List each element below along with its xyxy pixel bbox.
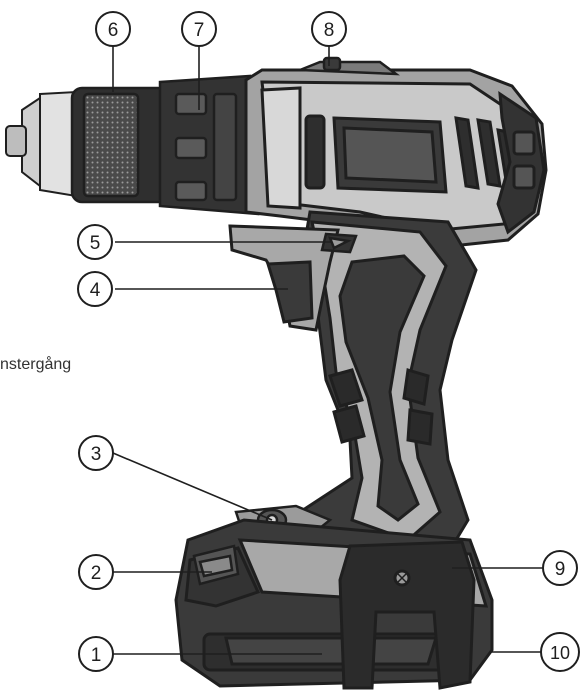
handle	[297, 210, 478, 562]
gear-selector	[299, 56, 400, 76]
callout-5: 5	[77, 224, 113, 260]
chuck-sleeve	[70, 86, 170, 204]
torque-collar	[158, 74, 260, 216]
side-text-fragment: nstergång	[0, 356, 72, 373]
callout-7: 7	[181, 11, 217, 47]
motor-housing	[244, 68, 548, 248]
callout-4-label: 4	[90, 280, 101, 301]
leader-3	[112, 452, 273, 521]
callout-2: 2	[78, 554, 114, 590]
callout-6-label: 6	[108, 20, 119, 41]
callout-8-label: 8	[324, 20, 335, 41]
callout-10: 10	[540, 632, 580, 672]
leader-lines	[112, 46, 543, 655]
callouts: 6 7 8 5 4 3 2 1	[77, 11, 580, 672]
callout-6: 6	[95, 11, 131, 47]
callout-3: 3	[78, 435, 114, 471]
callout-2-label: 2	[91, 563, 102, 584]
callout-5-label: 5	[90, 233, 101, 254]
callout-9: 9	[542, 550, 578, 586]
chuck-tip	[5, 90, 77, 198]
callout-1-label: 1	[91, 645, 102, 666]
callout-3-label: 3	[91, 444, 102, 465]
callout-8: 8	[311, 11, 347, 47]
direction-switch	[320, 232, 358, 254]
callout-7-label: 7	[194, 20, 205, 41]
callout-9-label: 9	[555, 559, 566, 580]
battery-release	[192, 544, 240, 586]
callout-4: 4	[77, 271, 113, 307]
callout-1: 1	[78, 636, 114, 672]
callout-10-label: 10	[550, 643, 570, 663]
